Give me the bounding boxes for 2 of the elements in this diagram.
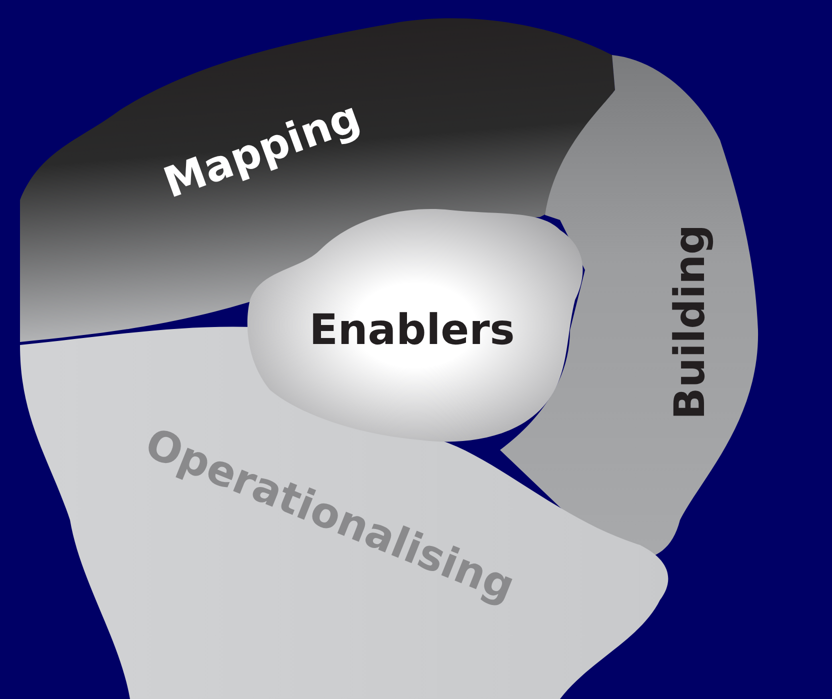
region-label: Enablers xyxy=(309,309,515,351)
region-label: Building xyxy=(669,224,711,420)
